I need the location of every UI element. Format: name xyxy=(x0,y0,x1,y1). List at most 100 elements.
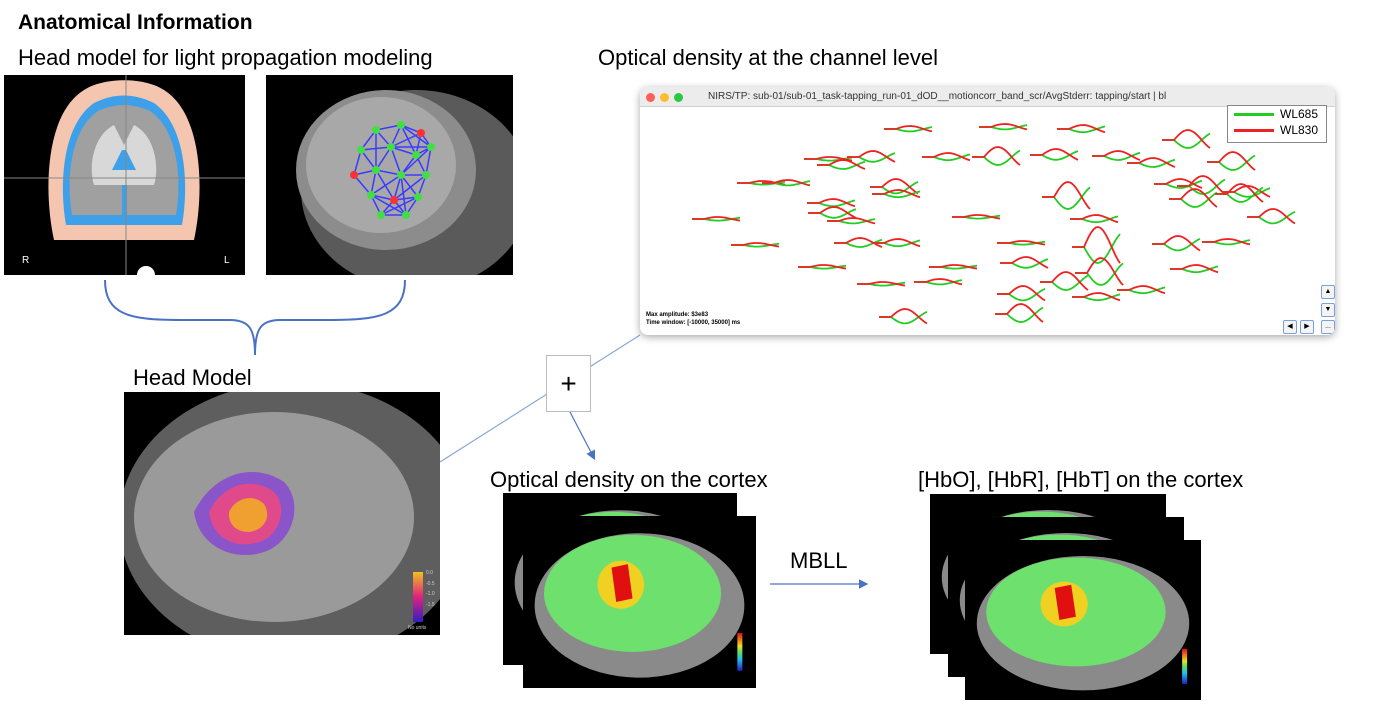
optode-marker xyxy=(390,196,398,204)
optode-marker xyxy=(422,171,430,179)
time-window: Time window: [-10000, 35000] ms xyxy=(646,320,741,326)
channel-line xyxy=(400,146,432,176)
channel-line xyxy=(390,146,417,156)
channel-trace xyxy=(692,216,741,222)
channel-line xyxy=(370,169,377,196)
channel-trace xyxy=(1075,257,1124,286)
channel-trace xyxy=(922,152,971,162)
channel-trace xyxy=(1177,175,1226,195)
channel-line xyxy=(375,169,402,176)
channel-line xyxy=(390,124,402,148)
colorbar-tick: -1.0 xyxy=(426,591,435,597)
optode-marker xyxy=(397,171,405,179)
time-left-button[interactable]: ◀ xyxy=(1283,320,1297,334)
channel-trace xyxy=(1215,183,1264,203)
channel-line xyxy=(375,124,402,131)
mbll-label: MBLL xyxy=(790,548,848,573)
channel-trace xyxy=(929,264,978,270)
channel-trace xyxy=(1070,214,1119,224)
close-window-button[interactable] xyxy=(646,93,655,102)
channel-trace xyxy=(762,179,811,187)
legend-swatch-wl830 xyxy=(1234,128,1274,132)
channel-line xyxy=(390,146,402,176)
channel-trace xyxy=(1127,157,1176,168)
scale-up-button[interactable]: ▲ xyxy=(1321,285,1335,299)
optode-marker xyxy=(397,121,405,129)
channel-trace xyxy=(1042,181,1091,210)
channel-trace xyxy=(1057,124,1106,134)
optode-marker xyxy=(372,166,380,174)
channel-line xyxy=(393,174,402,201)
channel-line xyxy=(400,124,417,156)
channel-trace xyxy=(1154,178,1203,189)
channel-line xyxy=(400,174,407,216)
channel-line xyxy=(360,149,377,171)
optode-marker xyxy=(357,146,365,154)
channel-line xyxy=(360,129,377,151)
channel-line xyxy=(375,146,392,171)
hb-cortex-label: [HbO], [HbR], [HbT] on the cortex xyxy=(918,467,1244,492)
maximize-window-button[interactable] xyxy=(674,93,683,102)
max-amplitude: Max amplitude: $3e83 xyxy=(646,312,709,318)
channel-trace xyxy=(1202,238,1251,246)
scale-down-button[interactable]: ▼ xyxy=(1321,303,1335,317)
plus-symbol: + xyxy=(546,355,591,412)
head-model-render: 0.0 -0.5 -1.0 -1.5 No units xyxy=(124,392,440,635)
channel-trace xyxy=(808,206,857,219)
channel-line xyxy=(393,196,419,201)
channel-trace xyxy=(1152,235,1201,252)
channel-trace xyxy=(997,285,1046,302)
more-options-button[interactable]: ... xyxy=(1321,320,1335,334)
channel-trace xyxy=(884,125,933,133)
head-model-label: Head Model xyxy=(133,365,252,390)
optode-marker xyxy=(350,171,358,179)
optode-marker xyxy=(372,126,380,134)
channel-line xyxy=(380,196,419,216)
channel-trace xyxy=(1247,208,1296,225)
channel-line xyxy=(360,146,392,151)
colorbar-tick: 0.0 xyxy=(426,570,433,576)
channel-trace xyxy=(1030,148,1079,161)
channel-trace xyxy=(1072,292,1121,302)
channel-trace xyxy=(879,308,928,325)
channel-trace xyxy=(870,178,919,195)
optode-montage-render xyxy=(266,75,513,275)
optode-marker xyxy=(414,193,422,201)
channel-trace xyxy=(952,214,1001,220)
channel-waveforms xyxy=(692,123,1296,325)
channel-trace xyxy=(1207,151,1256,171)
channel-trace xyxy=(972,146,1021,166)
time-right-button[interactable]: ▶ xyxy=(1300,320,1314,334)
head-model-subtitle: Head model for light propagation modelin… xyxy=(18,45,433,70)
optode-marker xyxy=(402,211,410,219)
minimize-window-button[interactable] xyxy=(660,93,669,102)
channel-trace xyxy=(1000,256,1049,269)
colorbar-unit: No units xyxy=(408,625,427,631)
channel-viewer-window[interactable]: NIRS/TP: sub-01/sub-01_task-tapping_run-… xyxy=(640,87,1335,335)
channel-trace xyxy=(979,123,1028,131)
channel-line xyxy=(353,149,362,176)
channel-line xyxy=(393,174,427,201)
legend-wl685: WL685 xyxy=(1280,107,1319,121)
channel-trace xyxy=(731,242,780,248)
window-titlebar[interactable]: NIRS/TP: sub-01/sub-01_task-tapping_run-… xyxy=(640,87,1335,107)
channel-trace xyxy=(857,281,906,287)
channel-trace xyxy=(847,150,896,163)
channel-trace xyxy=(1072,226,1121,264)
channel-line xyxy=(425,146,432,176)
optode-marker xyxy=(427,143,435,151)
channel-trace xyxy=(995,303,1044,323)
channel-trace xyxy=(817,159,866,170)
optode-marker xyxy=(387,143,395,151)
channel-trace xyxy=(1117,285,1166,295)
wavelength-legend: WL685 WL830 xyxy=(1227,105,1327,143)
channel-line xyxy=(370,174,402,196)
channel-trace xyxy=(872,189,921,199)
display-info: Max amplitude: $3e83 Time window: [-1000… xyxy=(646,311,740,327)
channel-trace xyxy=(807,198,856,208)
hb-cortex-frame xyxy=(965,540,1201,700)
channel-trace xyxy=(914,278,963,286)
channel-trace xyxy=(872,238,921,248)
mri-coronal-slice: R L xyxy=(4,75,245,275)
